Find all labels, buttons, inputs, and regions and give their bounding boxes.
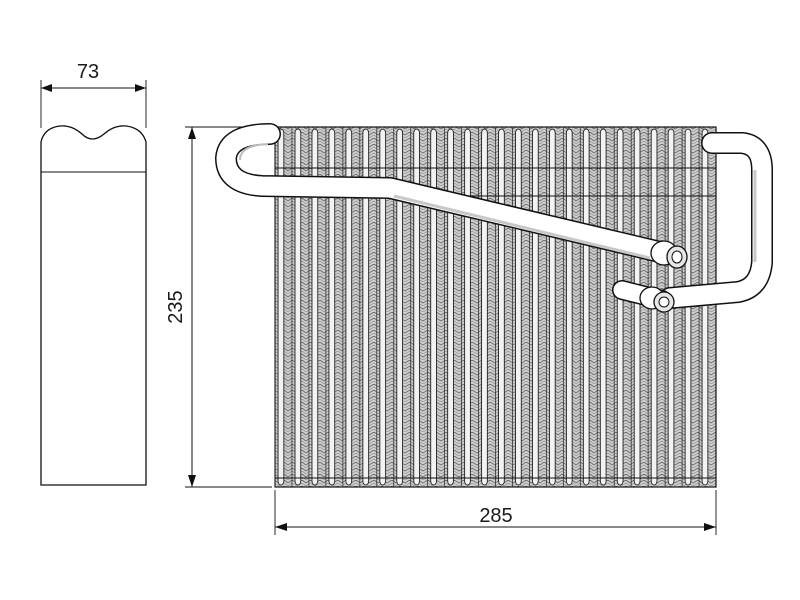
core-plate xyxy=(599,128,607,486)
arrowhead-icon xyxy=(704,523,716,531)
depth-dimension-label: 73 xyxy=(77,61,99,83)
core-plate xyxy=(582,128,590,486)
core-plate xyxy=(277,128,285,486)
width-dimension-label: 285 xyxy=(479,505,512,527)
core-plate xyxy=(498,128,505,486)
core-plate xyxy=(565,128,573,486)
core-plate xyxy=(481,128,488,486)
refrigerant-pipes xyxy=(215,123,773,313)
arrowhead-icon xyxy=(275,523,287,531)
core-plate xyxy=(464,128,471,486)
lower-pipe-fitting xyxy=(639,286,675,313)
height-dimension: 235 xyxy=(165,126,272,488)
width-dimension: 285 xyxy=(274,490,717,535)
arrowhead-icon xyxy=(188,475,196,487)
upper-pipe-fitting xyxy=(650,240,688,269)
core-plate xyxy=(328,128,336,486)
core-plate xyxy=(311,128,319,486)
side-profile-outline xyxy=(40,125,147,486)
core-plate xyxy=(616,128,624,486)
core-plate xyxy=(396,128,403,486)
arrowhead-icon xyxy=(135,84,146,92)
core-plate xyxy=(532,128,539,486)
core-plate xyxy=(294,128,302,486)
core-plate xyxy=(633,128,641,486)
core-plate xyxy=(548,128,556,486)
core-plate xyxy=(379,128,387,486)
height-dimension-label: 235 xyxy=(165,290,187,323)
core-plate xyxy=(362,128,370,486)
core-plate xyxy=(515,128,522,486)
liquid-pipe xyxy=(660,133,772,308)
core-plate xyxy=(701,128,709,486)
core-plate xyxy=(413,128,420,486)
core-plate xyxy=(447,128,454,486)
core-plate xyxy=(430,128,437,486)
core-plate xyxy=(345,128,353,486)
suction-pipe-shading xyxy=(393,194,651,260)
arrowhead-icon xyxy=(41,84,52,92)
suction-pipe-shading xyxy=(239,143,269,161)
side-view: 73 xyxy=(40,61,147,486)
suction-pipe xyxy=(216,124,670,262)
arrowhead-icon xyxy=(188,127,196,139)
